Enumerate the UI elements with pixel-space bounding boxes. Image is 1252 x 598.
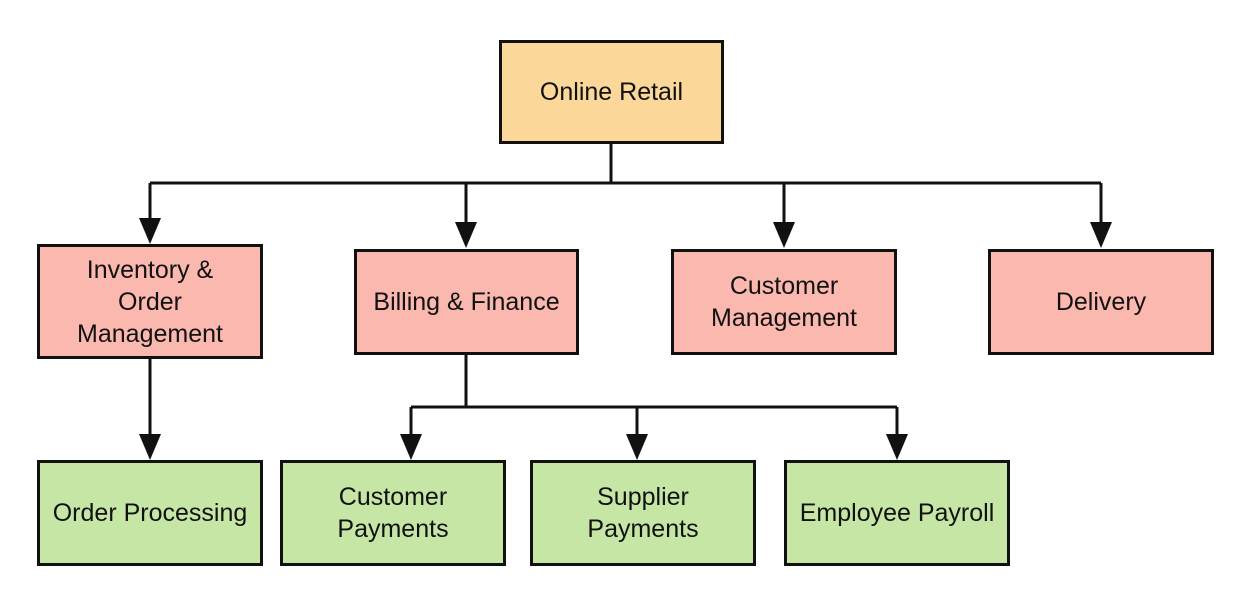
node-employee-payroll: Employee Payroll bbox=[784, 460, 1010, 566]
arrowhead-delivery bbox=[1090, 222, 1112, 248]
node-label: Order Processing bbox=[52, 499, 248, 527]
arrowhead-order-processing bbox=[139, 434, 161, 460]
node-online-retail: Online Retail bbox=[499, 40, 724, 144]
arrowhead-employee-payroll bbox=[886, 434, 908, 460]
arrowhead-supplier-payments bbox=[626, 434, 648, 460]
node-label: Supplier Payments bbox=[587, 483, 699, 543]
node-supplier-payments: Supplier Payments bbox=[530, 460, 756, 566]
node-label: Delivery bbox=[1055, 288, 1147, 316]
node-billing-finance: Billing & Finance bbox=[354, 249, 579, 355]
node-label: Customer Management bbox=[711, 272, 857, 332]
node-customer-payments: Customer Payments bbox=[280, 460, 506, 566]
arrowhead-customer-mgmt bbox=[773, 222, 795, 248]
arrowhead-customer-payments bbox=[400, 434, 422, 460]
node-label: Customer Payments bbox=[337, 483, 449, 543]
node-label: Online Retail bbox=[539, 78, 684, 106]
arrowhead-billing bbox=[455, 222, 477, 248]
node-order-processing: Order Processing bbox=[37, 460, 263, 566]
node-label: Inventory & Order Management bbox=[77, 255, 223, 348]
arrowhead-inventory bbox=[139, 218, 161, 244]
node-label: Billing & Finance bbox=[373, 288, 560, 316]
node-label: Employee Payroll bbox=[799, 499, 995, 527]
node-delivery: Delivery bbox=[988, 249, 1214, 355]
node-customer-management: Customer Management bbox=[671, 249, 897, 355]
node-inventory-order-management: Inventory & Order Management bbox=[37, 244, 263, 359]
